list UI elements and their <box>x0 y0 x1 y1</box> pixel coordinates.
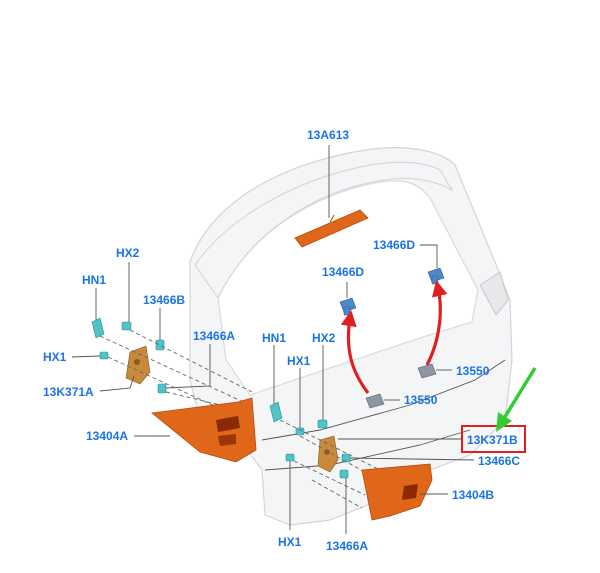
high-mount-stop-lamp <box>294 209 369 248</box>
green-arrow-icon <box>496 367 537 432</box>
bulb-13550-right <box>417 363 437 379</box>
label-13404b: 13404B <box>452 488 494 502</box>
red-curved-arrow-icon <box>425 280 448 366</box>
label-13k371a: 13K371A <box>43 385 94 399</box>
label-hx2-center: HX2 <box>312 331 336 345</box>
label-hn1-left: HN1 <box>82 273 106 287</box>
label-13k371b: 13K371B <box>467 433 518 447</box>
label-13550-right: 13550 <box>456 364 490 378</box>
left-tail-lamp-13404a <box>151 397 257 463</box>
right-lamp-exploded-parts <box>269 401 381 509</box>
label-13466c: 13466C <box>478 454 520 468</box>
label-hx1-left: HX1 <box>43 350 67 364</box>
label-hx1-bottom: HX1 <box>278 535 302 549</box>
label-13550-center: 13550 <box>404 393 438 407</box>
label-13466b: 13466B <box>143 293 185 307</box>
label-hx1-center: HX1 <box>287 354 311 368</box>
label-13404a: 13404A <box>86 429 128 443</box>
right-tail-lamp-13404b <box>361 463 433 521</box>
label-hx2-left: HX2 <box>116 246 140 260</box>
label-hn1-center: HN1 <box>262 331 286 345</box>
red-curved-arrow-icon <box>340 310 370 394</box>
tailgate-body <box>189 147 513 526</box>
label-13466d-upper: 13466D <box>373 238 415 252</box>
label-13466a-left: 13466A <box>193 329 235 343</box>
label-13a613: 13A613 <box>307 128 349 142</box>
label-13466d-middle: 13466D <box>322 265 364 279</box>
left-lamp-exploded-parts <box>91 317 253 421</box>
label-13466a-bottom: 13466A <box>326 539 368 553</box>
bulb-13550-center <box>365 393 385 409</box>
red-highlight-box <box>461 425 526 453</box>
